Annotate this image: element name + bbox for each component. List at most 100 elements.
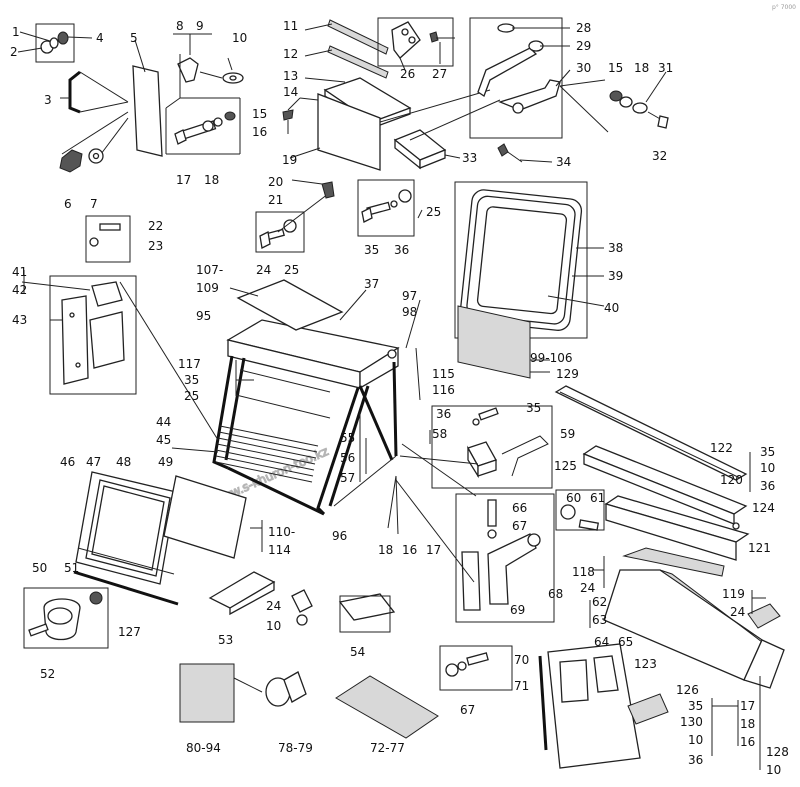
label-13: 13 [283, 69, 298, 83]
label-16c: 16 [402, 543, 417, 557]
label-18d: 18 [378, 543, 393, 557]
label-47: 47 [86, 455, 101, 469]
label-107: 107- [196, 263, 223, 277]
label-117: 117 [178, 357, 201, 371]
group-hinge-26-27 [377, 17, 455, 71]
label-128: 128 [766, 745, 789, 759]
part-cab-body-95 [212, 319, 400, 516]
label-1: 1 [12, 25, 20, 39]
label-49: 49 [158, 455, 173, 469]
group-linkage-28-34 [469, 17, 609, 163]
label-2: 2 [10, 45, 18, 59]
label-123: 123 [634, 657, 657, 671]
label-24b: 24 [580, 581, 595, 595]
label-129: 129 [556, 367, 579, 381]
label-25a: 25 [284, 263, 299, 277]
label-30: 30 [576, 61, 591, 75]
group-bolt-15-18-31-32 [609, 71, 669, 129]
label-23: 23 [148, 239, 163, 253]
label-115: 115 [432, 367, 455, 381]
label-32: 32 [652, 149, 667, 163]
label-68: 68 [548, 587, 563, 601]
label-4: 4 [96, 31, 104, 45]
label-11: 11 [283, 19, 298, 33]
label-5: 5 [130, 31, 138, 45]
group-window-46-49 [73, 471, 247, 606]
label-15a: 15 [252, 107, 267, 121]
label-39: 39 [608, 269, 623, 283]
group-strips-11-13 [289, 19, 491, 171]
label-67a: 67 [512, 519, 527, 533]
group-knob-78-79 [265, 671, 307, 707]
label-65: 65 [618, 635, 633, 649]
part-roof-panel-107 [229, 279, 367, 331]
label-125: 125 [554, 459, 577, 473]
label-31: 31 [658, 61, 673, 75]
label-24c: 24 [730, 605, 745, 619]
label-29: 29 [576, 39, 591, 53]
corner-mark: p° 7000 [772, 4, 796, 11]
label-110: 110- [268, 525, 295, 539]
label-35d: 35 [760, 445, 775, 459]
label-56: 56 [340, 451, 355, 465]
label-52: 52 [40, 667, 55, 681]
label-118: 118 [572, 565, 595, 579]
group-bracket-8-18 [165, 33, 244, 155]
part-tray-33 [393, 129, 461, 170]
label-121: 121 [748, 541, 771, 555]
label-25c: 25 [184, 389, 199, 403]
label-33: 33 [462, 151, 477, 165]
label-18c: 18 [740, 717, 755, 731]
part-screw-14 [282, 97, 319, 134]
label-127: 127 [118, 625, 141, 639]
label-17c: 17 [426, 543, 441, 557]
label-130: 130 [680, 715, 703, 729]
label-24d: 24 [266, 599, 281, 613]
label-17b: 17 [740, 699, 755, 713]
label-22: 22 [148, 219, 163, 233]
label-40: 40 [604, 301, 619, 315]
label-18a: 18 [204, 173, 219, 187]
part-panel-5 [132, 39, 163, 157]
label-3: 3 [44, 93, 52, 107]
label-126: 126 [676, 683, 699, 697]
leader-lines [23, 99, 766, 770]
label-21: 21 [268, 193, 283, 207]
label-14: 14 [283, 85, 298, 99]
cab-grille [215, 425, 319, 483]
label-60: 60 [566, 491, 581, 505]
label-34: 34 [556, 155, 571, 169]
label-66: 66 [512, 501, 527, 515]
label-80-94: 80-94 [186, 741, 221, 755]
label-95: 95 [196, 309, 211, 323]
label-10a: 10 [232, 31, 247, 45]
label-114: 114 [268, 543, 291, 557]
label-109: 109 [196, 281, 219, 295]
part-bolt-6-7 [59, 111, 129, 173]
label-25b: 25 [426, 205, 441, 219]
label-46: 46 [60, 455, 75, 469]
label-17a: 17 [176, 173, 191, 187]
label-51: 51 [64, 561, 79, 575]
group-hinge-66-71 [439, 489, 605, 691]
callout-labels: 1 2 3 4 5 6 7 8 9 10 11 12 13 14 15 16 1… [10, 19, 789, 777]
label-62: 62 [592, 595, 607, 609]
label-26: 26 [400, 67, 415, 81]
label-35b: 35 [526, 401, 541, 415]
group-brackets-53-54 [208, 571, 396, 633]
label-36d: 36 [688, 753, 703, 767]
label-69: 69 [510, 603, 525, 617]
label-122: 122 [710, 441, 733, 455]
label-35e: 35 [688, 699, 703, 713]
label-71: 71 [514, 679, 529, 693]
label-48: 48 [116, 455, 131, 469]
label-59: 59 [560, 427, 575, 441]
label-97: 97 [402, 289, 417, 303]
label-10e: 10 [266, 619, 281, 633]
group-plate-80-94 [179, 663, 263, 723]
label-50: 50 [32, 561, 47, 575]
label-7: 7 [90, 197, 98, 211]
label-16b: 16 [740, 735, 755, 749]
label-27: 27 [432, 67, 447, 81]
